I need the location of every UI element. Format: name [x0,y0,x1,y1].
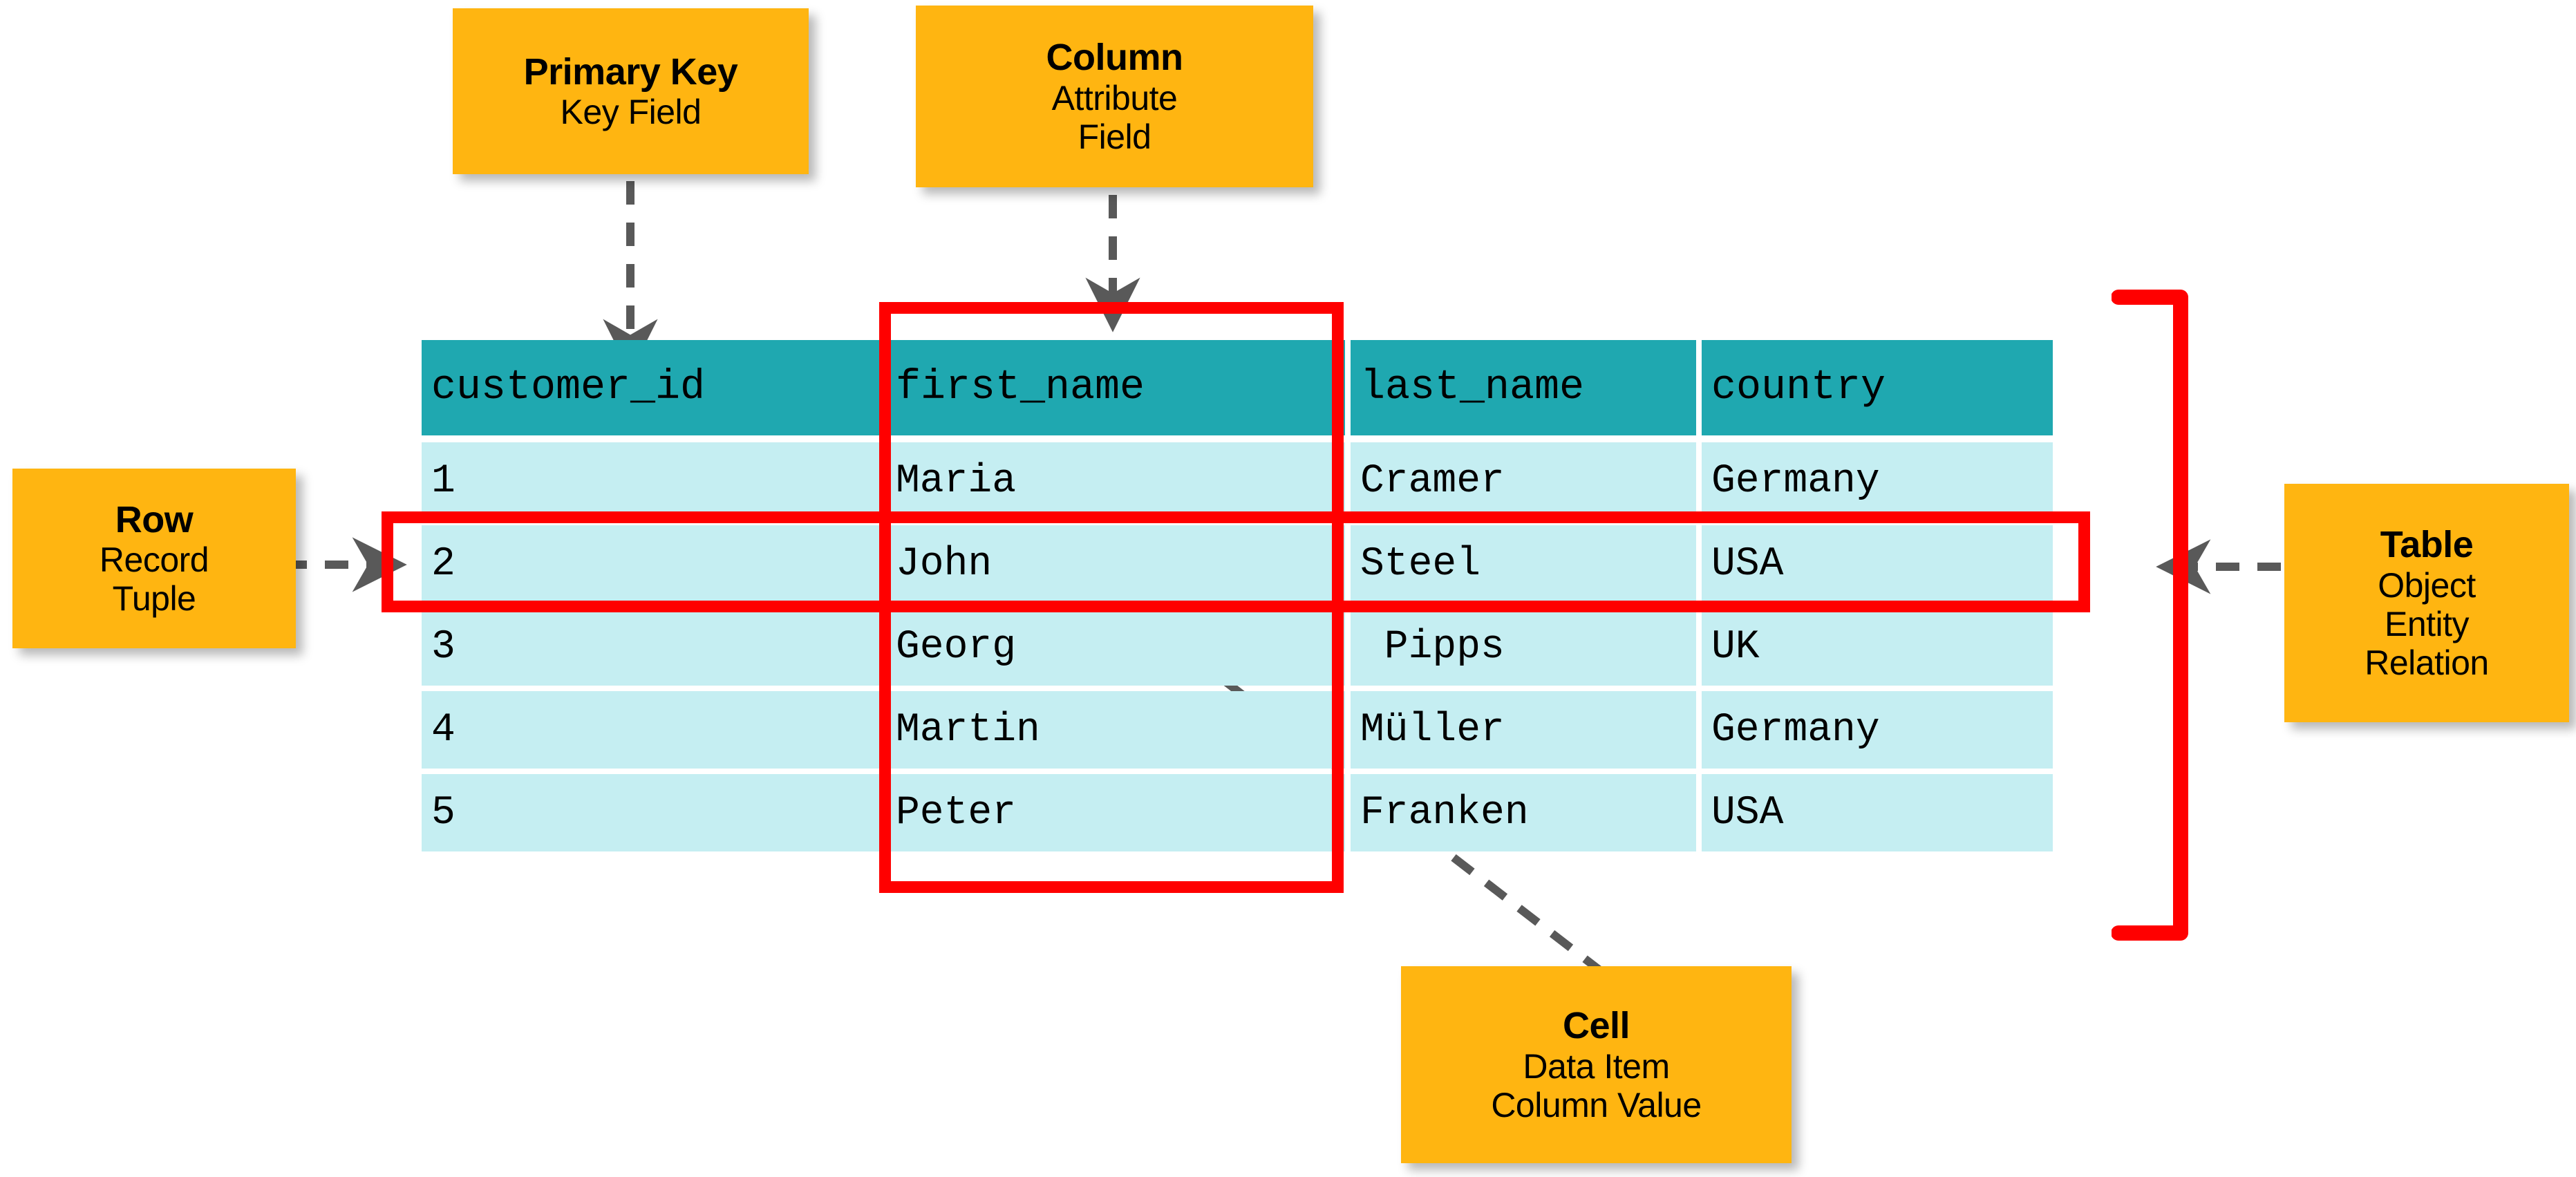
callout-subtitle: Key Field [560,93,702,132]
cell-last-name[interactable]: Pipps [1351,608,1696,686]
column-header-customer-id[interactable]: customer_id [422,340,881,435]
callout-subtitle: Record [99,540,209,580]
callout-table[interactable]: Table Object Entity Relation [2284,484,2569,722]
table-row[interactable]: 4 Martin Müller Germany [422,691,2053,769]
cell-country[interactable]: Germany [1702,442,2053,520]
callout-subtitle: Field [1078,117,1151,156]
callout-title: Row [115,498,194,540]
cell-customer-id[interactable]: 2 [422,525,881,603]
cell-last-name[interactable]: Franken [1351,774,1696,851]
callout-title: Primary Key [523,50,738,93]
callout-title: Column [1046,37,1183,79]
callout-title: Table [2380,524,2474,566]
table-row-highlighted[interactable]: 2 John Steel USA [422,525,2053,603]
callout-title: Cell [1562,1005,1630,1047]
callout-subtitle: Relation [2365,643,2489,682]
table-row[interactable]: 5 Peter Franken USA [422,774,2053,851]
callout-column[interactable]: Column Attribute Field [916,6,1313,187]
column-highlight-rectangle [879,302,1344,893]
column-header-country[interactable]: country [1702,340,2053,435]
right-bracket-icon [2112,290,2188,941]
row-highlight-rectangle [382,511,2090,612]
column-header-last-name[interactable]: last_name [1351,340,1696,435]
table-header-row: customer_id first_name last_name country [422,340,2053,435]
callout-cell[interactable]: Cell Data Item Column Value [1401,966,1792,1163]
callout-subtitle: Data Item [1523,1046,1670,1086]
callout-subtitle: Tuple [112,579,196,619]
cell-country[interactable]: USA [1702,774,2053,851]
database-table: customer_id first_name last_name country… [422,340,2053,851]
cell-customer-id[interactable]: 1 [422,442,881,520]
callout-subtitle: Entity [2384,604,2470,643]
column-header-first-name[interactable]: first_name [886,340,1345,435]
cell-country[interactable]: Germany [1702,691,2053,769]
cell-last-name[interactable]: Cramer [1351,442,1696,520]
cell-customer-id[interactable]: 3 [422,608,881,686]
callout-row[interactable]: Row Record Tuple [12,469,296,648]
table-row[interactable]: 3 Georg Pipps UK [422,608,2053,686]
cell-first-name[interactable]: Maria [886,442,1345,520]
cell-first-name[interactable]: Peter [886,774,1345,851]
cell-country[interactable]: USA [1702,525,2053,603]
callout-subtitle: Column Value [1491,1085,1702,1124]
cell-first-name[interactable]: Martin [886,691,1345,769]
cell-customer-id[interactable]: 4 [422,691,881,769]
cell-customer-id[interactable]: 5 [422,774,881,851]
cell-country[interactable]: UK [1702,608,2053,686]
callout-primary-key[interactable]: Primary Key Key Field [453,8,809,174]
cell-first-name-john[interactable]: John [886,525,1345,603]
callout-subtitle: Attribute [1051,78,1178,117]
cell-first-name[interactable]: Georg [886,608,1345,686]
callout-subtitle: Object [2378,565,2476,605]
cell-last-name[interactable]: Müller [1351,691,1696,769]
table-row[interactable]: 1 Maria Cramer Germany [422,442,2053,520]
cell-last-name[interactable]: Steel [1351,525,1696,603]
